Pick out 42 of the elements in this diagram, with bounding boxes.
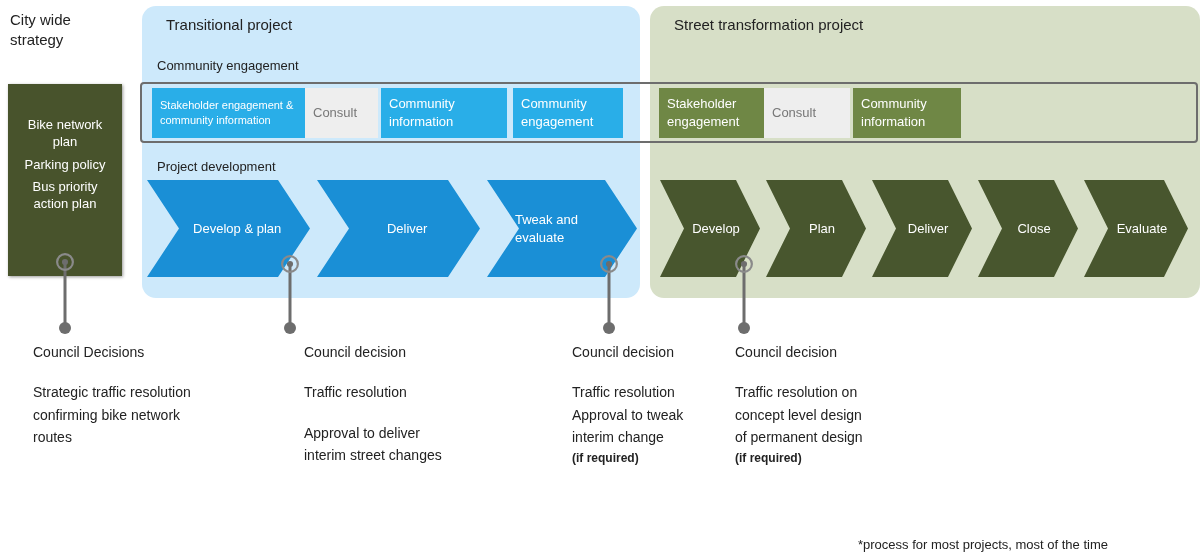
engagement-box: Stakeholder engagement [659, 88, 764, 138]
panel-title: Transitional project [166, 16, 293, 33]
decision-text: Strategic traffic resolution confirming bike network routes [33, 383, 192, 448]
decision-text: (if required) [735, 449, 803, 467]
engagement-box: Stakeholder engagement & community information [152, 88, 305, 138]
decision-text: Traffic resolution [304, 383, 408, 403]
process-step: Develop & plan [147, 180, 310, 277]
leader-line [735, 255, 753, 334]
process-step: Evaluate [1084, 180, 1188, 277]
strategy-item: Bike network plan [26, 116, 104, 151]
engagement-box: Community information [381, 88, 507, 138]
decision-text: Approval to tweak interim change [572, 405, 685, 448]
decision-text: Traffic resolution [572, 383, 676, 403]
strategy-item: Parking policy [24, 156, 106, 174]
decision-text: Council decision [572, 343, 675, 362]
project-panel [142, 6, 640, 298]
decision-text: Council decision [304, 343, 407, 362]
project-panel [650, 6, 1200, 298]
decision-text: (if required) [572, 449, 640, 467]
strategy-heading: City wide strategy [10, 10, 72, 51]
footnote: *process for most projects, most of the time [858, 537, 1108, 552]
engagement-box: Consult [305, 88, 378, 138]
leader-line [56, 253, 74, 334]
process-step: Deliver [872, 180, 972, 277]
leader-line [281, 255, 299, 334]
strategy-item: Bus priority action plan [31, 179, 99, 214]
panel-title: Street transformation project [674, 16, 864, 33]
decision-text: Approval to deliver interim street changes [304, 423, 443, 466]
process-step: Deliver [317, 180, 480, 277]
decision-text: Council decision [735, 343, 838, 362]
decision-text: Traffic resolution on concept level design of permanent design [735, 383, 864, 448]
leader-line [600, 255, 618, 334]
process-step: Close [978, 180, 1078, 277]
engagement-box: Community engagement [513, 88, 623, 138]
section-heading: Community engagement [157, 58, 299, 73]
process-step: Tweak and evaluate [487, 180, 637, 277]
engagement-box: Consult [764, 88, 850, 138]
process-step: Develop [660, 180, 760, 277]
process-step: Plan [766, 180, 866, 277]
engagement-box: Community information [853, 88, 961, 138]
section-heading: Project development [157, 159, 276, 174]
decision-text: Council Decisions [33, 343, 146, 362]
